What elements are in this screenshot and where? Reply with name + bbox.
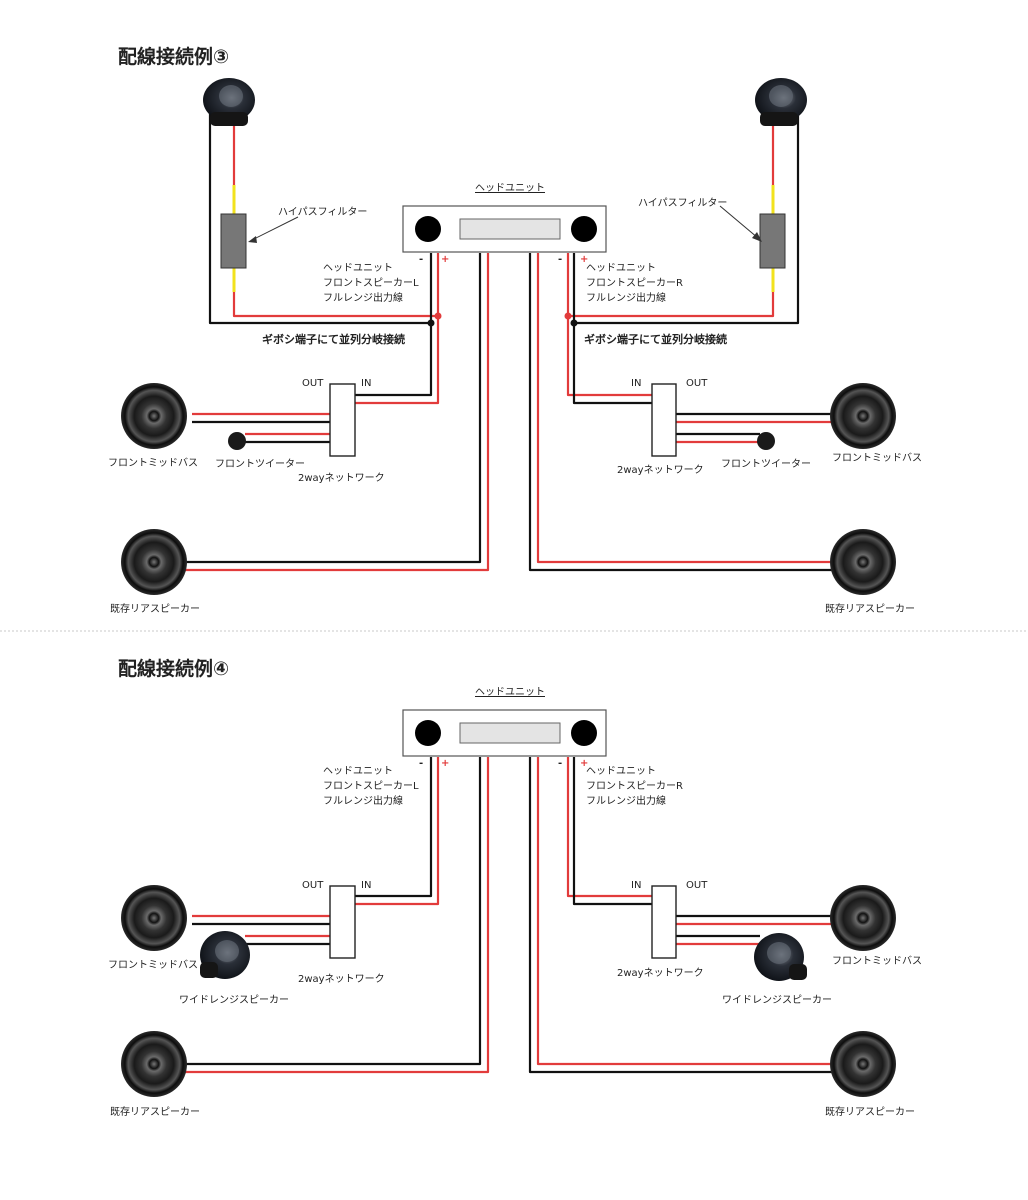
minus-terminal: -	[558, 254, 562, 265]
network-in-label: IN	[631, 880, 641, 891]
high-pass-filter-label: ハイパスフィルター	[278, 206, 367, 218]
junction-dot	[434, 312, 442, 320]
branch-note: ギボシ端子にて並列分岐接続	[262, 332, 405, 346]
plus-terminal: +	[580, 758, 588, 769]
speaker-icon	[830, 885, 896, 951]
minus-terminal: -	[419, 758, 423, 769]
wide-range-speaker-label: ワイドレンジスピーカー	[722, 994, 832, 1006]
network-out-label: OUT	[686, 378, 708, 389]
front-mid-bass-label: フロントミッドバス	[832, 955, 922, 967]
speaker-icon	[830, 383, 896, 449]
high-pass-filter-label: ハイパスフィルター	[638, 197, 727, 209]
junction-dot	[427, 319, 435, 327]
branch-note: ギボシ端子にて並列分岐接続	[584, 332, 727, 346]
front-tweeter-label: フロントツイーター	[215, 458, 305, 470]
network-out-label: OUT	[302, 378, 324, 389]
network-label: 2wayネットワーク	[298, 973, 385, 985]
speaker-icon	[121, 885, 187, 951]
network-out-label: OUT	[686, 880, 708, 891]
high-pass-filter-icon	[220, 213, 247, 269]
plus-terminal: +	[580, 254, 588, 265]
network-label: 2wayネットワーク	[617, 967, 704, 979]
network-box-icon	[329, 383, 356, 457]
tweeter-icon	[203, 78, 255, 126]
minus-terminal: -	[419, 254, 423, 265]
network-out-label: OUT	[302, 880, 324, 891]
network-label: 2wayネットワーク	[298, 472, 385, 484]
speaker-icon	[830, 1031, 896, 1097]
tweeter-icon	[757, 432, 775, 450]
callout-arrow	[719, 205, 759, 239]
output-label-right: ヘッドユニット フロントスピーカーR フルレンジ出力線	[586, 263, 686, 304]
speaker-icon	[121, 529, 187, 595]
rear-speaker-label: 既存リアスピーカー	[110, 1105, 200, 1118]
output-label-right: ヘッドユニット フロントスピーカーR フルレンジ出力線	[586, 766, 686, 807]
wide-range-speaker-label: ワイドレンジスピーカー	[179, 994, 289, 1006]
junction-dot	[570, 319, 578, 327]
head-unit-label: ヘッドユニット	[475, 687, 545, 698]
diagram-4-title: 配線接続例④	[118, 658, 230, 680]
speaker-icon	[121, 1031, 187, 1097]
callout-arrow	[251, 216, 299, 241]
head-unit-icon	[402, 709, 607, 757]
front-mid-bass-label: フロントミッドバス	[108, 457, 198, 469]
high-pass-filter-icon	[759, 213, 786, 269]
network-box-icon	[651, 383, 677, 457]
tweeter-icon	[755, 78, 807, 126]
rear-speaker-label: 既存リアスピーカー	[825, 602, 915, 615]
network-in-label: IN	[361, 880, 371, 891]
front-mid-bass-label: フロントミッドバス	[108, 959, 198, 971]
speaker-icon	[121, 383, 187, 449]
diagram-4: ヘッドユニット - + - + ヘッドユニット フロントスピーカーL フルレンジ…	[108, 687, 922, 1118]
diagram-3: ヘッドユニット - + - + ハイパスフィルター ハイパスフィルター ヘッドユ…	[108, 78, 922, 615]
head-unit-label: ヘッドユニット	[475, 183, 545, 194]
rear-speaker-label: 既存リアスピーカー	[110, 602, 200, 615]
wide-range-speaker-icon	[200, 931, 250, 979]
network-label: 2wayネットワーク	[617, 464, 704, 476]
arrow-head-icon	[752, 232, 762, 242]
plus-terminal: +	[441, 254, 449, 265]
head-unit-icon	[402, 205, 607, 253]
output-label-left: ヘッドユニット フロントスピーカーL フルレンジ出力線	[323, 766, 422, 807]
network-in-label: IN	[631, 378, 641, 389]
arrow-head-icon	[248, 236, 257, 243]
tweeter-icon	[228, 432, 246, 450]
network-in-label: IN	[361, 378, 371, 389]
output-label-left: ヘッドユニット フロントスピーカーL フルレンジ出力線	[323, 263, 422, 304]
minus-terminal: -	[558, 758, 562, 769]
plus-terminal: +	[441, 758, 449, 769]
speaker-icon	[830, 529, 896, 595]
diagram-3-title: 配線接続例③	[118, 46, 230, 68]
front-tweeter-label: フロントツイーター	[721, 458, 811, 470]
diagram-4-wires	[185, 757, 835, 1074]
network-box-icon	[651, 885, 677, 959]
front-mid-bass-label: フロントミッドバス	[832, 452, 922, 464]
junction-dot	[564, 312, 572, 320]
network-box-icon	[329, 885, 356, 959]
wide-range-speaker-icon	[754, 933, 807, 981]
rear-speaker-label: 既存リアスピーカー	[825, 1105, 915, 1118]
diagram-3-wires	[185, 105, 835, 572]
